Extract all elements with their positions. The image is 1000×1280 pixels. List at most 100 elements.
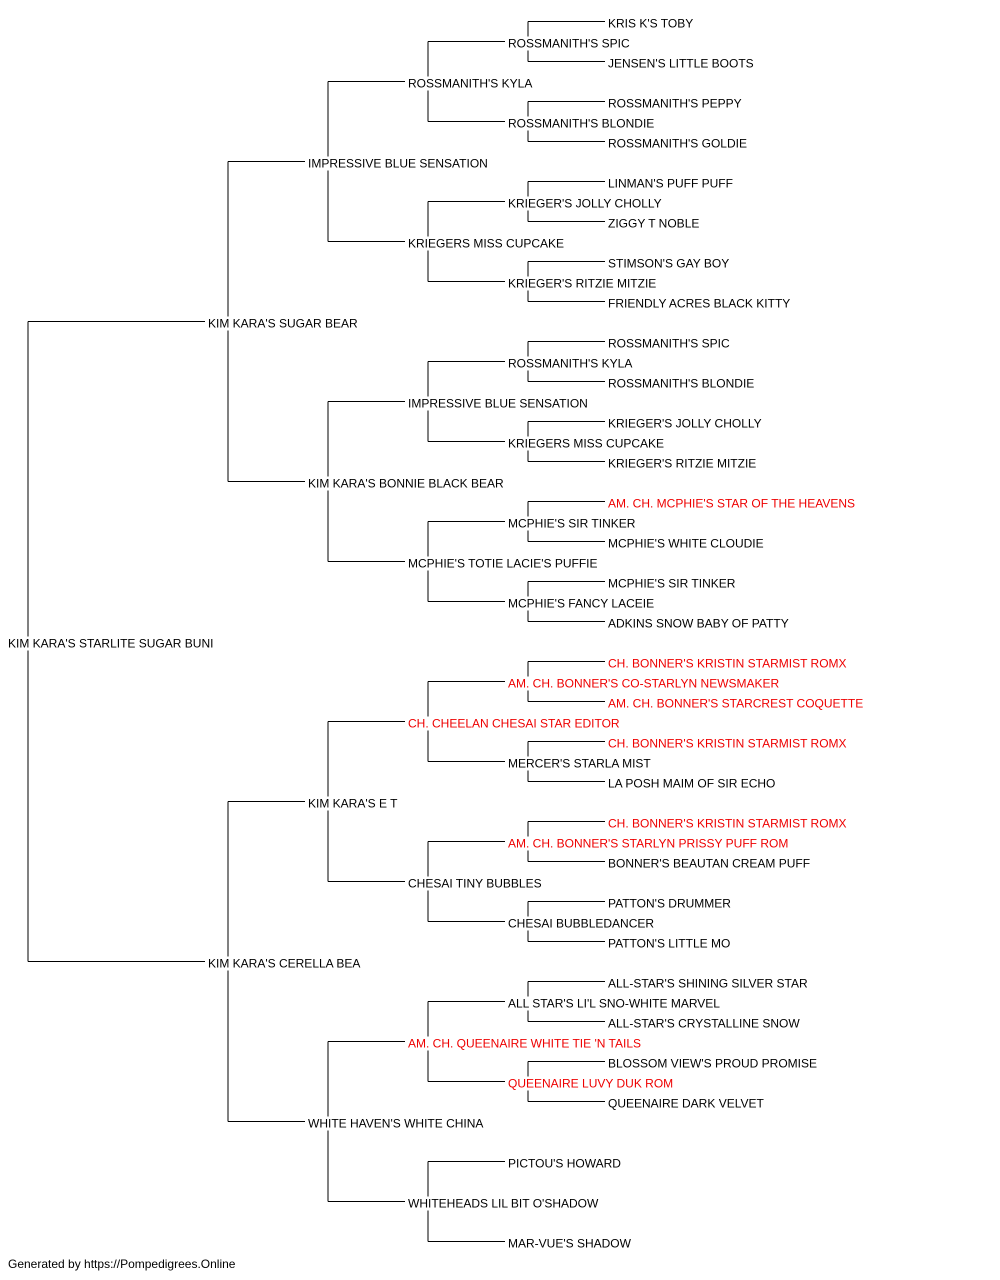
ancestor-name-gen4: MAR-VUE'S SHADOW bbox=[508, 1237, 632, 1251]
ancestor-name-gen2: WHITE HAVEN'S WHITE CHINA bbox=[308, 1117, 483, 1131]
ancestor-name-gen5: BLOSSOM VIEW'S PROUD PROMISE bbox=[608, 1057, 817, 1071]
label-background bbox=[505, 916, 658, 931]
label-background bbox=[505, 276, 660, 291]
ancestor-name-gen3: AM. CH. QUEENAIRE WHITE TIE 'N TAILS bbox=[408, 1037, 641, 1051]
label-background bbox=[505, 996, 724, 1011]
ancestor-name-gen4: ROSSMANITH'S BLONDIE bbox=[508, 117, 654, 131]
label-background bbox=[505, 1156, 625, 1171]
label-background bbox=[605, 936, 734, 951]
ancestor-name-gen5: LINMAN'S PUFF PUFF bbox=[608, 177, 733, 191]
ancestor-name-gen3: ROSSMANITH'S KYLA bbox=[408, 77, 532, 91]
label-background bbox=[305, 156, 491, 171]
ancestor-name-gen3: CHESAI TINY BUBBLES bbox=[408, 877, 542, 891]
label-background bbox=[605, 256, 733, 271]
label-background bbox=[505, 436, 668, 451]
ancestor-name-gen5: PATTON'S DRUMMER bbox=[608, 897, 731, 911]
ancestor-name-gen5: STIMSON'S GAY BOY bbox=[608, 257, 729, 271]
ancestor-name-gen3: MCPHIE'S TOTIE LACIE'S PUFFIE bbox=[408, 557, 598, 571]
label-background bbox=[605, 976, 812, 991]
ancestor-name-gen2: KIM KARA'S BONNIE BLACK BEAR bbox=[308, 477, 504, 491]
label-background bbox=[505, 196, 665, 211]
ancestor-name-gen4: ALL STAR'S LI'L SNO-WHITE MARVEL bbox=[508, 997, 720, 1011]
label-background bbox=[505, 36, 633, 51]
ancestor-name-gen4: QUEENAIRE LUVY DUK ROM bbox=[508, 1077, 673, 1091]
label-background bbox=[505, 516, 639, 531]
label-background bbox=[505, 836, 792, 851]
ancestor-name-gen5: QUEENAIRE DARK VELVET bbox=[608, 1097, 764, 1111]
ancestor-name-gen5: ROSSMANITH'S SPIC bbox=[608, 337, 730, 351]
label-background bbox=[605, 1056, 820, 1071]
label-background bbox=[505, 1076, 677, 1091]
ancestor-name-gen5: ZIGGY T NOBLE bbox=[608, 217, 699, 231]
label-background bbox=[405, 556, 601, 571]
ancestor-name-gen5: JENSEN'S LITTLE BOOTS bbox=[608, 57, 754, 71]
label-background bbox=[405, 76, 536, 91]
ancestor-name-gen4: MCPHIE'S SIR TINKER bbox=[508, 517, 636, 531]
ancestor-name-gen4: PICTOU'S HOWARD bbox=[508, 1157, 621, 1171]
ancestor-name-gen4: AM. CH. BONNER'S CO-STARLYN NEWSMAKER bbox=[508, 677, 780, 691]
ancestor-name-gen5: CH. BONNER'S KRISTIN STARMIST ROMX bbox=[608, 657, 847, 671]
ancestor-name-gen5: PATTON'S LITTLE MO bbox=[608, 937, 730, 951]
label-background bbox=[505, 116, 658, 131]
ancestor-name-gen4: CHESAI BUBBLEDANCER bbox=[508, 917, 654, 931]
label-background bbox=[605, 56, 757, 71]
label-background bbox=[405, 876, 545, 891]
ancestor-name-gen5: KRIEGER'S RITZIE MITZIE bbox=[608, 457, 756, 471]
label-background bbox=[205, 956, 364, 971]
ancestor-name-gen5: CH. BONNER'S KRISTIN STARMIST ROMX bbox=[608, 817, 847, 831]
label-background bbox=[505, 596, 658, 611]
label-background bbox=[405, 236, 568, 251]
ancestor-name-gen4: MERCER'S STARLA MIST bbox=[508, 757, 651, 771]
ancestor-name-gen5: AM. CH. BONNER'S STARCREST COQUETTE bbox=[608, 697, 863, 711]
label-background bbox=[605, 376, 758, 391]
ancestor-name-gen4: KRIEGERS MISS CUPCAKE bbox=[508, 437, 664, 451]
ancestor-name-gen2: KIM KARA'S E T bbox=[308, 797, 398, 811]
label-background bbox=[605, 656, 850, 671]
ancestor-name-gen5: ALL-STAR'S CRYSTALLINE SNOW bbox=[608, 1017, 800, 1031]
label-background bbox=[605, 896, 735, 911]
ancestor-name-gen3: KRIEGERS MISS CUPCAKE bbox=[408, 237, 564, 251]
label-background bbox=[505, 356, 636, 371]
label-background bbox=[605, 176, 736, 191]
label-background bbox=[605, 496, 858, 511]
ancestor-name-gen3: CH. CHEELAN CHESAI STAR EDITOR bbox=[408, 717, 620, 731]
ancestor-name-gen5: MCPHIE'S WHITE CLOUDIE bbox=[608, 537, 764, 551]
label-background bbox=[605, 1096, 768, 1111]
label-background bbox=[605, 576, 739, 591]
label-background bbox=[605, 16, 697, 31]
label-background bbox=[605, 456, 760, 471]
label-background bbox=[5, 636, 217, 651]
ancestor-name-gen5: ALL-STAR'S SHINING SILVER STAR bbox=[608, 977, 808, 991]
ancestor-name-gen5: KRIS K'S TOBY bbox=[608, 17, 693, 31]
label-background bbox=[605, 336, 733, 351]
label-background bbox=[305, 796, 402, 811]
ancestor-name-gen5: MCPHIE'S SIR TINKER bbox=[608, 577, 736, 591]
ancestor-name-gen5: AM. CH. MCPHIE'S STAR OF THE HEAVENS bbox=[608, 497, 855, 511]
label-background bbox=[405, 1196, 602, 1211]
ancestor-name-gen5: ADKINS SNOW BABY OF PATTY bbox=[608, 617, 789, 631]
ancestor-name-gen5: KRIEGER'S JOLLY CHOLLY bbox=[608, 417, 762, 431]
footer-credit: Generated by https://Pompedigrees.Online bbox=[8, 1257, 236, 1271]
ancestor-name-gen5: ROSSMANITH'S BLONDIE bbox=[608, 377, 754, 391]
label-background bbox=[505, 756, 655, 771]
label-background bbox=[605, 1016, 804, 1031]
label-background bbox=[605, 776, 779, 791]
label-background bbox=[605, 536, 767, 551]
label-background bbox=[605, 96, 745, 111]
ancestor-name-gen4: KRIEGER'S RITZIE MITZIE bbox=[508, 277, 656, 291]
ancestor-name-gen5: LA POSH MAIM OF SIR ECHO bbox=[608, 777, 775, 791]
label-background bbox=[605, 296, 794, 311]
ancestor-name-gen3: IMPRESSIVE BLUE SENSATION bbox=[408, 397, 588, 411]
label-background bbox=[405, 396, 591, 411]
label-background bbox=[405, 1036, 644, 1051]
label-background bbox=[605, 856, 814, 871]
label-background bbox=[205, 316, 361, 331]
ancestor-name-gen3: WHITEHEADS LIL BIT O'SHADOW bbox=[408, 1197, 599, 1211]
subject-name: KIM KARA'S STARLITE SUGAR BUNI bbox=[8, 637, 213, 651]
label-background bbox=[605, 136, 750, 151]
label-background bbox=[605, 416, 765, 431]
label-background bbox=[605, 616, 792, 631]
ancestor-name-gen2: IMPRESSIVE BLUE SENSATION bbox=[308, 157, 488, 171]
ancestor-name-gen5: ROSSMANITH'S GOLDIE bbox=[608, 137, 747, 151]
